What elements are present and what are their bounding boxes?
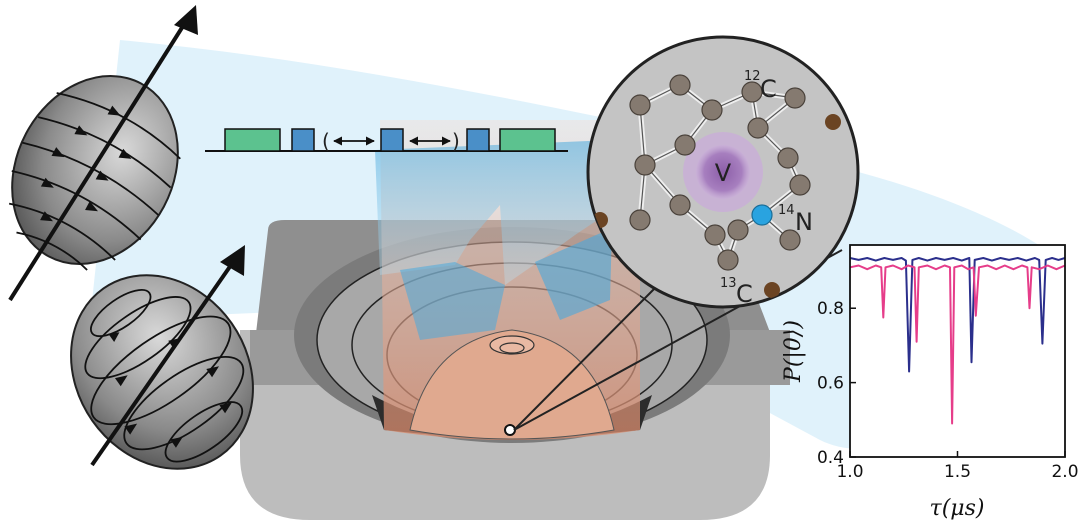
pulse-bracket-open: ( [322, 129, 330, 153]
carbon12-atoms [629, 74, 811, 271]
diamond-pillar [409, 329, 615, 440]
nv-location-marker [504, 424, 516, 436]
nitrogen-label: N [795, 208, 813, 236]
chart-y-tick-label: 0.4 [817, 448, 844, 468]
nitrogen-atom [751, 204, 773, 226]
vacancy-site [696, 145, 750, 199]
chart-y-axis-label: P(|0⟩) [781, 320, 806, 383]
spin-sphere-bottom [70, 274, 254, 470]
chart-x-tick-label: 2.0 [1051, 462, 1078, 482]
chart-x-tick-label: 1.5 [944, 462, 971, 482]
blue-pulse-3 [466, 128, 490, 152]
vacancy-label: V [715, 159, 732, 187]
spin-sphere-top [8, 75, 181, 271]
diamond-lattice-inset: V 14 N 12 C 13 C [586, 35, 860, 309]
pulse-sequence: ( ) [205, 128, 568, 153]
carbon12-label: C [760, 75, 777, 103]
green-pulse-left [224, 128, 281, 152]
chart-x-tick-label: 1.0 [836, 462, 863, 482]
chart-series-line-2 [849, 264, 1066, 425]
resonance-chart: 1.0 1.5 2.0 0.4 0.6 0.8 P(|0⟩) τ(μs) [781, 244, 1079, 521]
spin-arrowhead-top [174, 5, 198, 35]
chart-y-tick-label: 0.8 [817, 299, 844, 319]
carbon13-label: C [736, 280, 753, 308]
chart-series-line-1 [849, 257, 1066, 373]
carbon13-mass-label: 13 [720, 276, 737, 291]
chart-x-axis-label: τ(μs) [930, 496, 985, 521]
blue-pulse-1 [291, 128, 315, 152]
chart-y-tick-label: 0.6 [817, 374, 844, 394]
green-pulse-right [499, 128, 556, 152]
zoom-line-left [513, 284, 659, 431]
microwave-beam [375, 140, 612, 340]
nitrogen-mass-label: 14 [778, 203, 795, 218]
spin-arrowhead-bottom [220, 245, 245, 276]
pulse-bracket-close: ) [452, 129, 460, 153]
blue-pulse-2 [380, 128, 404, 152]
spin-arrow-bottom [90, 253, 240, 467]
carbon12-mass-label: 12 [744, 69, 761, 84]
spin-arrow-top [8, 13, 192, 302]
